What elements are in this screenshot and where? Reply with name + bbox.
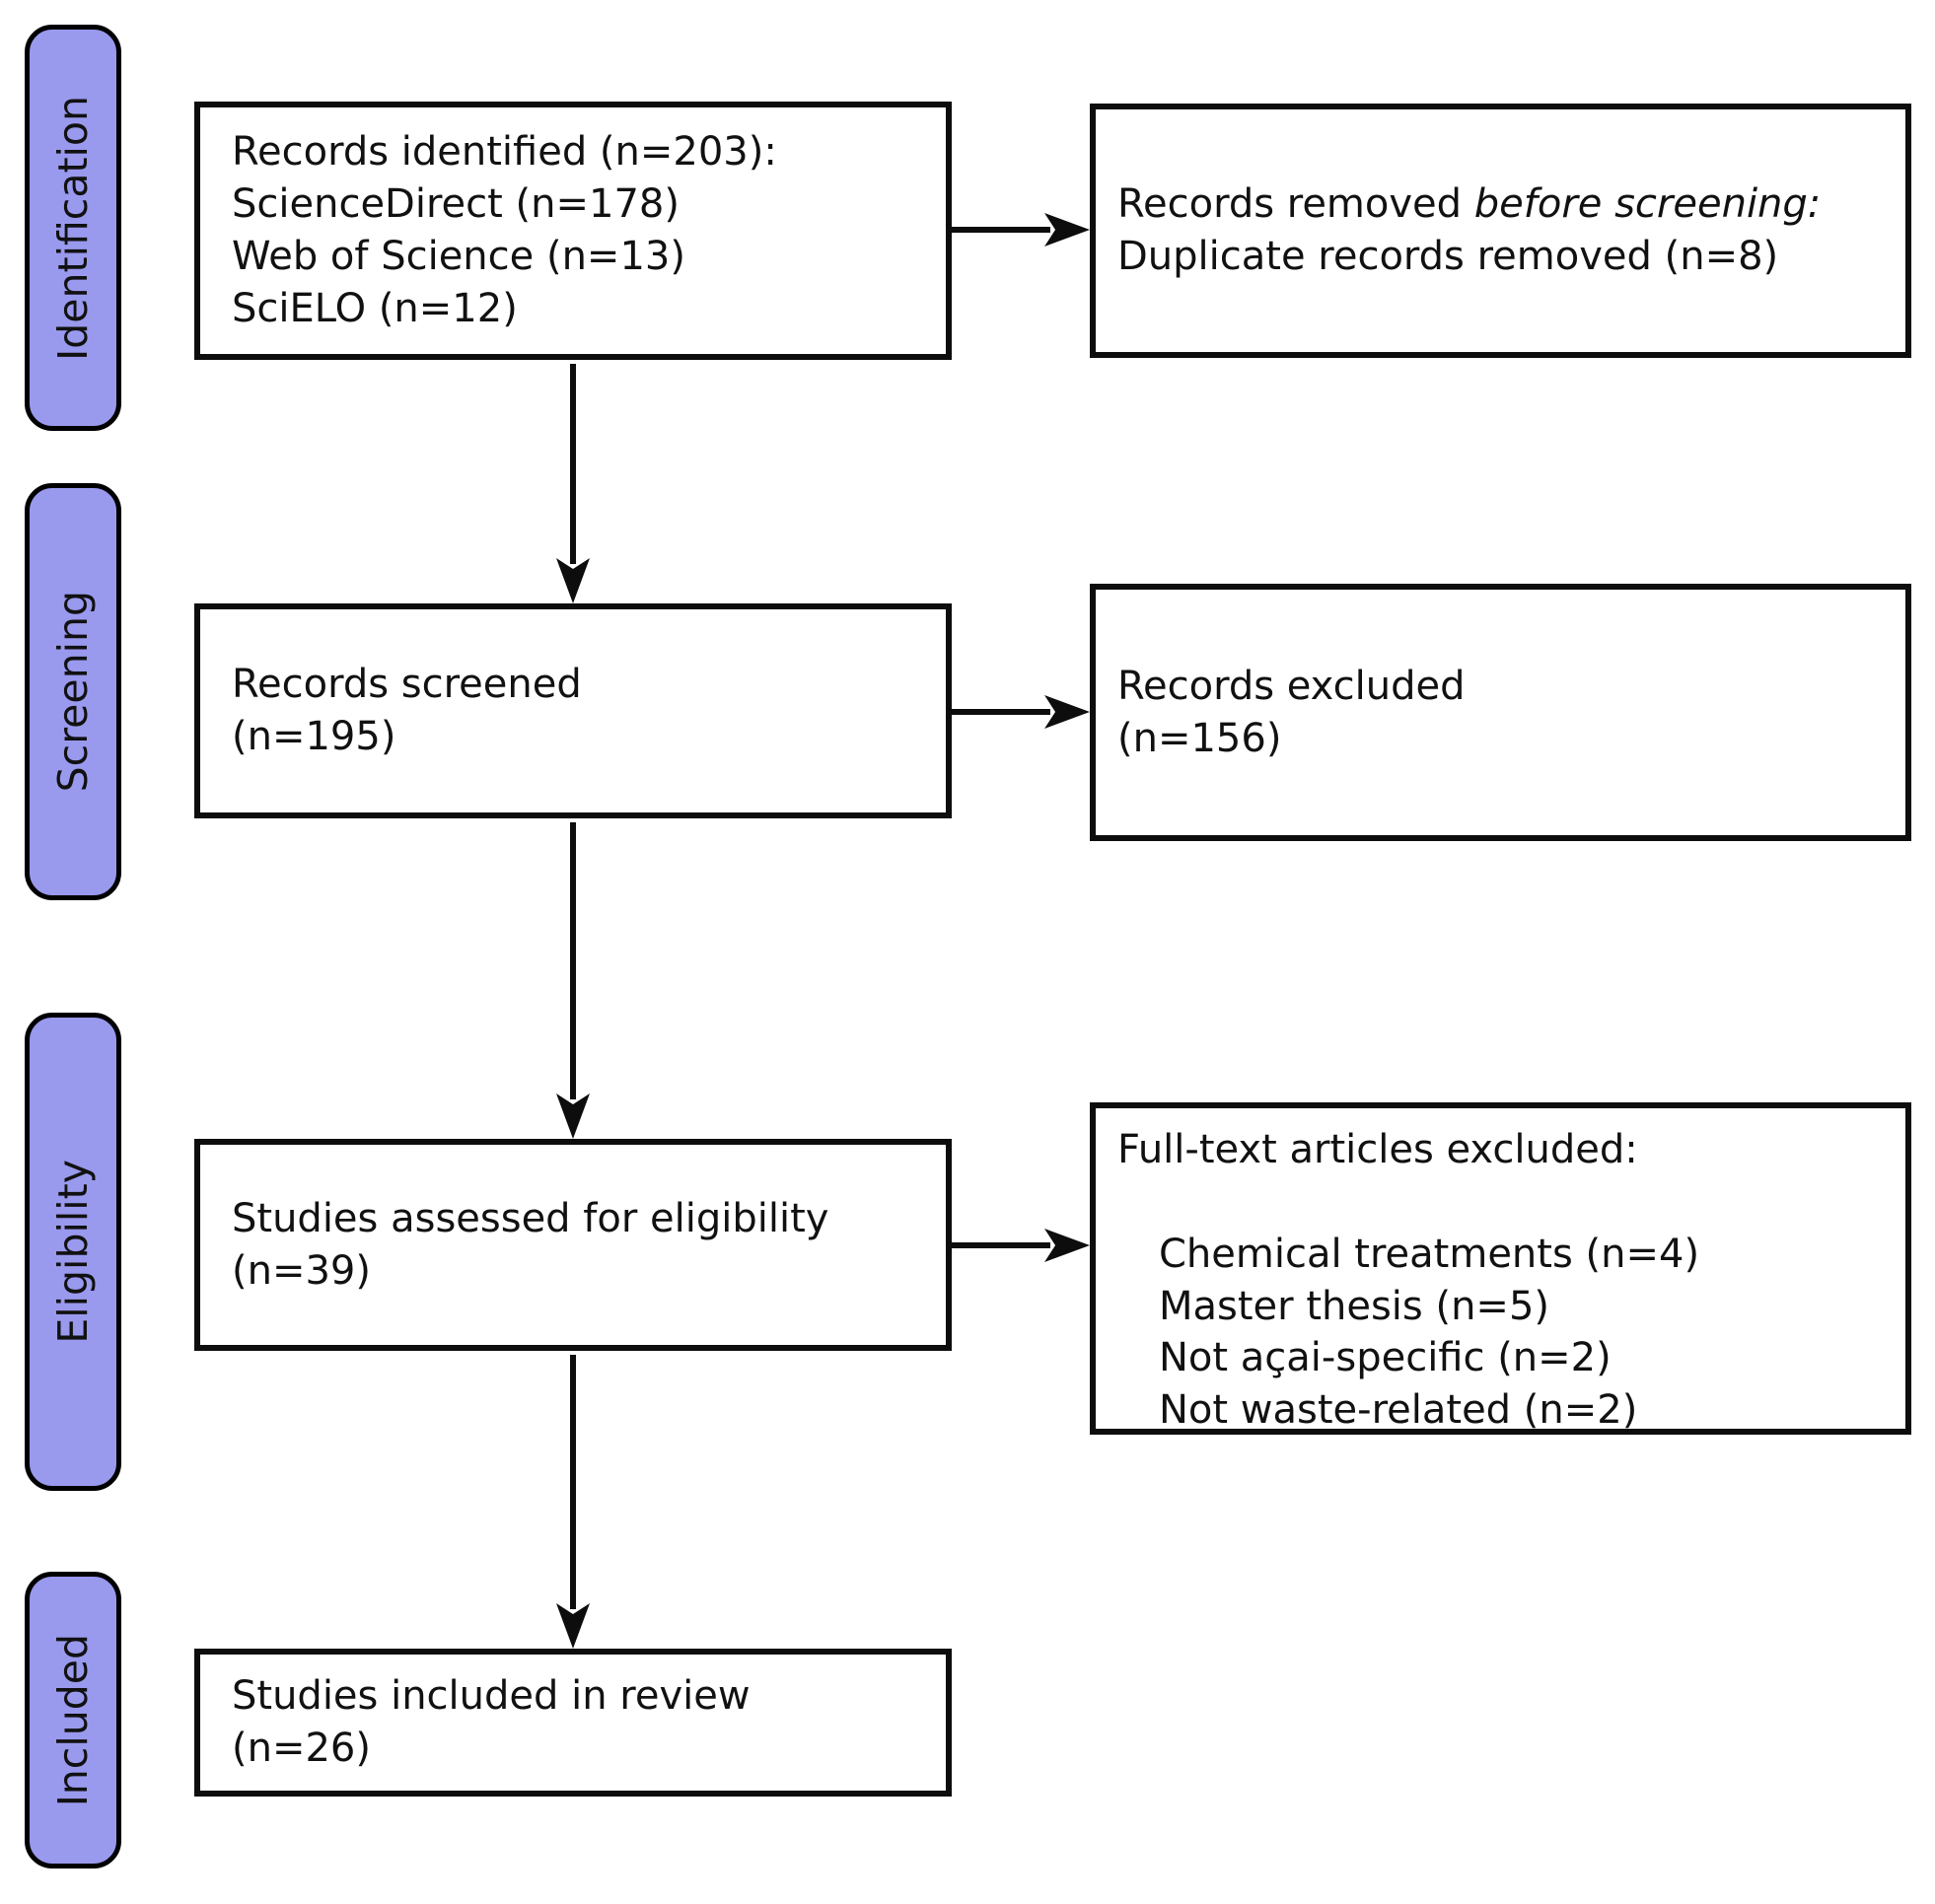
fulltext-excluded-item-1: Chemical treatments (n=4) <box>1159 1231 1700 1277</box>
records-removed-line-1-italic: before screening: <box>1473 181 1822 228</box>
arrow-shaft <box>949 1242 1050 1248</box>
studies-included-line-2: (n=26) <box>232 1726 371 1771</box>
records-screened-line-2: (n=195) <box>232 714 396 759</box>
stage-included: Included <box>25 1572 121 1869</box>
fulltext-excluded-title: Full-text articles excluded: <box>1117 1127 1638 1172</box>
arrow-down-head-icon <box>556 1603 590 1649</box>
stage-eligibility-label: Eligibility <box>48 1160 97 1344</box>
arrow-down-head-icon <box>556 558 590 603</box>
records-excluded-box: Records excluded (n=156) <box>1090 584 1911 841</box>
studies-assessed-line-1: Studies assessed for eligibility <box>232 1195 829 1241</box>
fulltext-excluded-box: Full-text articles excluded: Chemical tr… <box>1090 1102 1911 1435</box>
arrow-assessed-to-fulltext <box>949 1229 1090 1262</box>
records-identified-line-3: Web of Science (n=13) <box>232 234 685 279</box>
stage-screening: Screening <box>25 483 121 900</box>
arrow-shaft <box>570 822 576 1099</box>
fulltext-excluded-item-2: Master thesis (n=5) <box>1159 1283 1549 1329</box>
records-screened-line-1: Records screened <box>232 662 582 708</box>
studies-assessed-line-2: (n=39) <box>232 1247 371 1294</box>
stage-identification: Identification <box>25 25 121 431</box>
stage-eligibility: Eligibility <box>25 1013 121 1491</box>
records-removed-line-1: Records removed before screening: <box>1117 178 1896 231</box>
arrow-right-head-icon <box>1044 1229 1090 1262</box>
records-identified-line-4: SciELO (n=12) <box>232 285 518 331</box>
arrow-right-head-icon <box>1044 695 1090 729</box>
records-identified-box: Records identified (n=203): ScienceDirec… <box>194 102 952 360</box>
records-removed-line-1-normal: Records removed <box>1117 181 1474 228</box>
arrow-shaft <box>949 227 1050 233</box>
records-identified-line-2: ScienceDirect (n=178) <box>232 181 680 228</box>
records-identified-line-1: Records identified (n=203): <box>232 129 777 176</box>
arrow-shaft <box>570 1355 576 1609</box>
studies-assessed-box: Studies assessed for eligibility (n=39) <box>194 1139 952 1351</box>
fulltext-excluded-item-3: Not açai-specific (n=2) <box>1159 1335 1612 1381</box>
records-screened-box: Records screened (n=195) <box>194 603 952 818</box>
fulltext-excluded-items: Chemical treatments (n=4) Master thesis … <box>1117 1229 1896 1437</box>
arrow-right-head-icon <box>1044 213 1090 247</box>
records-excluded-line-2: (n=156) <box>1117 715 1282 761</box>
stage-identification-label: Identification <box>48 95 97 361</box>
stage-screening-label: Screening <box>48 591 97 793</box>
arrow-down-head-icon <box>556 1093 590 1139</box>
arrow-screened-to-excluded <box>949 695 1090 729</box>
fulltext-excluded-item-4: Not waste-related (n=2) <box>1159 1387 1638 1434</box>
arrow-identified-to-removed <box>949 213 1090 247</box>
records-removed-line-2: Duplicate records removed (n=8) <box>1117 234 1779 279</box>
arrow-identified-to-screened <box>556 364 590 603</box>
arrow-screened-to-assessed <box>556 822 590 1139</box>
records-removed-box: Records removed before screening: Duplic… <box>1090 104 1911 358</box>
stage-included-label: Included <box>48 1633 97 1807</box>
arrow-shaft <box>949 709 1050 715</box>
arrow-shaft <box>570 364 576 564</box>
arrow-assessed-to-included <box>556 1355 590 1649</box>
studies-included-line-1: Studies included in review <box>232 1673 751 1720</box>
records-excluded-line-1: Records excluded <box>1117 663 1466 709</box>
studies-included-box: Studies included in review (n=26) <box>194 1649 952 1797</box>
